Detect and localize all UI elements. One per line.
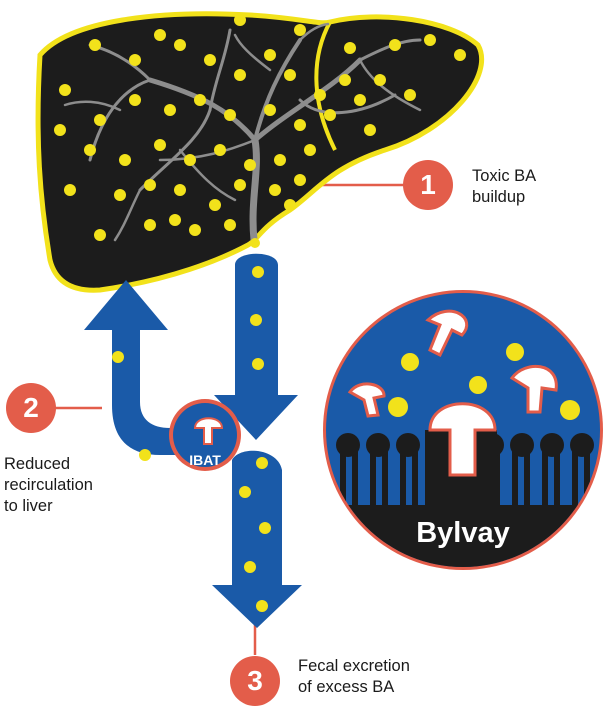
step-2-label-line-1: Reduced	[4, 455, 71, 473]
liver	[35, 11, 485, 293]
step-3-badge: 3	[230, 656, 280, 706]
ibat-label: IBAT	[189, 452, 221, 468]
step-3-label-line-1: Fecal excretion	[298, 657, 410, 675]
step-3-label: Fecal excretion of excess BA	[298, 656, 410, 698]
step-2-label-line-2: recirculation	[4, 476, 93, 494]
step-3-label-line-2: of excess BA	[298, 678, 395, 696]
step-1-label-line-2: buildup	[472, 188, 526, 206]
step-1-label: Toxic BA buildup	[472, 166, 536, 208]
bylvay-zoom-circle: Bylvay	[323, 290, 603, 570]
step-2-number: 2	[23, 392, 39, 423]
bylvay-label: Bylvay	[416, 517, 510, 549]
step-3-number: 3	[247, 665, 263, 696]
portal-flow-arrow	[214, 253, 298, 440]
ibat-transporter: IBAT	[169, 399, 241, 471]
step-1-number: 1	[420, 169, 436, 200]
step-2-label: Reduced recirculation to liver	[4, 454, 93, 517]
step-1-label-line-1: Toxic BA	[472, 167, 537, 185]
flow-bile-acid-dots	[112, 238, 271, 612]
step-2-label-line-3: to liver	[4, 497, 53, 515]
liver-lobe-divider	[314, 21, 337, 151]
step-2-badge: 2	[6, 383, 56, 433]
recirculation-arrow	[84, 280, 215, 455]
excretion-arrow	[212, 450, 302, 628]
step-1-badge: 1	[403, 160, 453, 210]
liver-bile-acid-dots	[54, 14, 466, 241]
